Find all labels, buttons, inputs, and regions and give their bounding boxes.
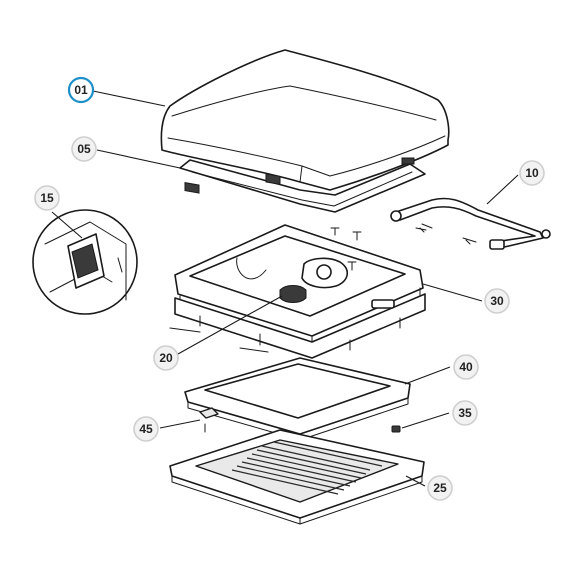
svg-text:15: 15 bbox=[40, 191, 54, 205]
callout-01: 01 bbox=[67, 76, 95, 104]
svg-text:40: 40 bbox=[459, 360, 473, 374]
leader-40 bbox=[404, 366, 451, 385]
callout-20: 20 bbox=[153, 345, 179, 371]
leader-05 bbox=[96, 149, 181, 169]
svg-text:45: 45 bbox=[139, 422, 153, 436]
part-top-cover bbox=[160, 49, 450, 191]
leader-01 bbox=[92, 90, 166, 107]
callout-10: 10 bbox=[519, 160, 545, 186]
callout-40: 40 bbox=[453, 354, 479, 380]
part-clip bbox=[199, 407, 219, 433]
svg-text:05: 05 bbox=[77, 142, 91, 156]
callout-45: 45 bbox=[133, 416, 159, 442]
callout-15: 15 bbox=[34, 185, 60, 211]
leader-45 bbox=[159, 419, 201, 429]
part-bottom-grille bbox=[231, 441, 383, 495]
part-inner-frame bbox=[184, 357, 411, 441]
svg-text:30: 30 bbox=[490, 294, 504, 308]
leader-10 bbox=[486, 174, 519, 205]
svg-text:01: 01 bbox=[74, 83, 88, 97]
leader-25 bbox=[405, 475, 426, 487]
part-base-frame bbox=[169, 224, 471, 359]
part-detail-zoom bbox=[32, 209, 267, 315]
leader-15 bbox=[51, 211, 83, 239]
part-plug bbox=[391, 425, 401, 433]
callouts: 01 05 10 15 20 25 30 35 bbox=[34, 76, 545, 501]
callout-25: 25 bbox=[427, 475, 453, 501]
callout-30: 30 bbox=[484, 288, 510, 314]
leader-lines bbox=[51, 90, 519, 487]
svg-text:10: 10 bbox=[525, 166, 539, 180]
callout-35: 35 bbox=[452, 400, 478, 426]
part-cover-seal bbox=[179, 157, 426, 213]
leader-30 bbox=[422, 283, 483, 302]
callout-05: 05 bbox=[71, 136, 97, 162]
leader-35 bbox=[401, 412, 450, 429]
leader-20 bbox=[177, 295, 283, 355]
svg-text:25: 25 bbox=[433, 481, 447, 495]
svg-text:35: 35 bbox=[458, 406, 472, 420]
part-lift-arm bbox=[390, 197, 551, 250]
svg-text:20: 20 bbox=[159, 351, 173, 365]
part-bottom-trim bbox=[169, 429, 425, 525]
